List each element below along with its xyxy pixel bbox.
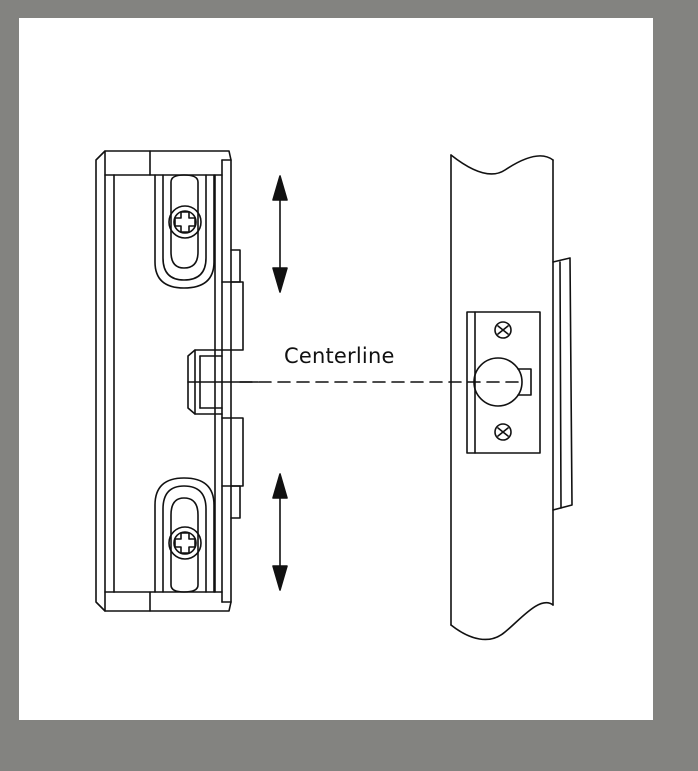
double-headed-arrow-icon (272, 175, 288, 293)
electric-strike (95, 150, 259, 612)
door-edge (450, 154, 573, 641)
centerline-label: Centerline (284, 344, 395, 368)
double-headed-arrow-icon (272, 473, 288, 591)
